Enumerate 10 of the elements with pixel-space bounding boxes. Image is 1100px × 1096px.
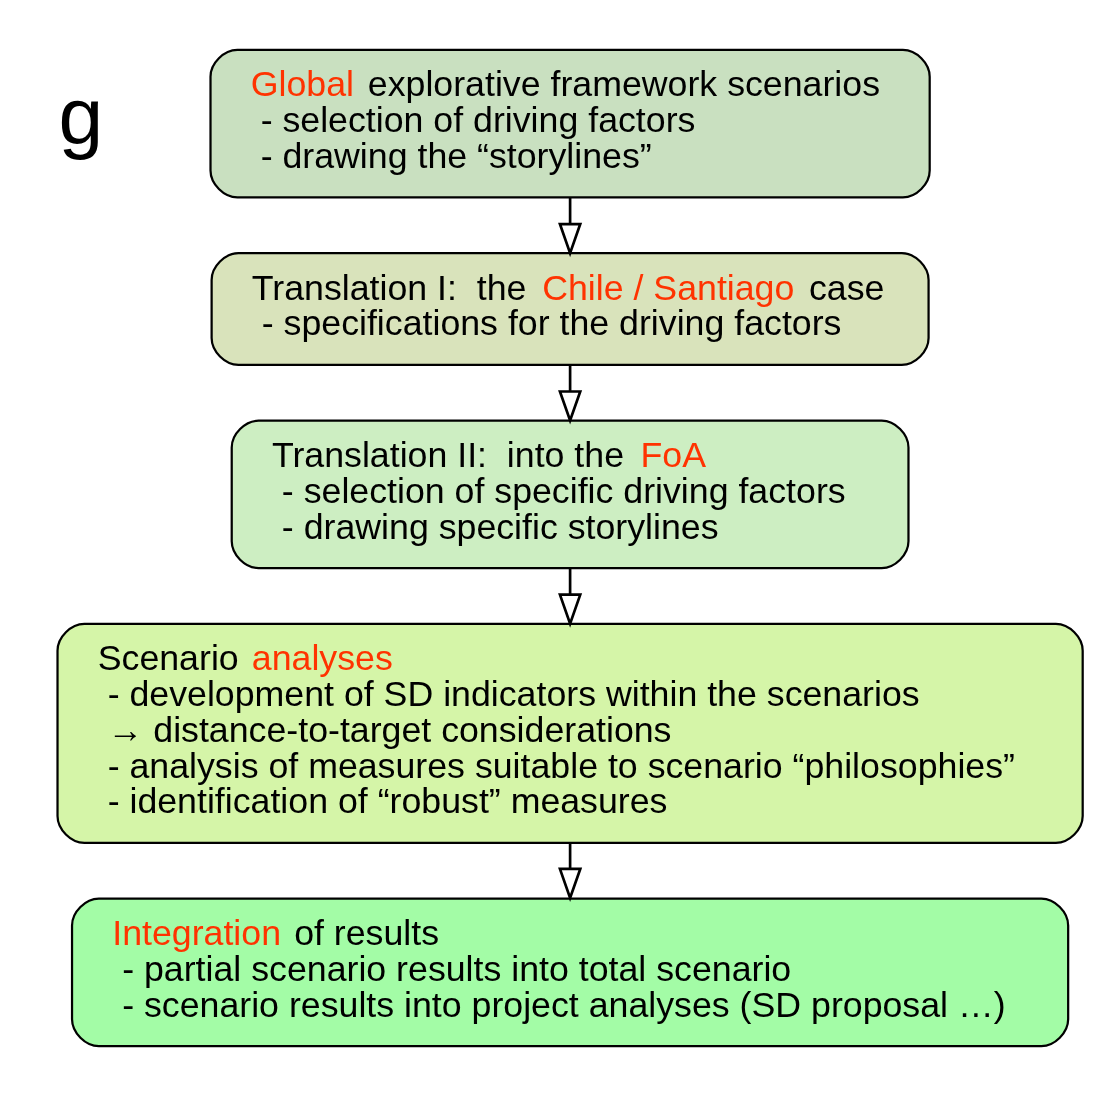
node-box: Scenario analyses - development of SD indicators within the scenarios → distance-to-target considerations - analysis of measures suitable to scenario “philosophies” - identification of “robust” measures xyxy=(56,622,1084,844)
node-box: Integration of results - partial scenario results into total scenario - scenario results into project analyses (SD proposal …) xyxy=(70,897,1070,1048)
arrow xyxy=(558,843,583,903)
arrow xyxy=(558,365,583,425)
arrow xyxy=(558,197,583,258)
node-box: Translation II: into the FoA - selection of specific driving factors - drawing specific storylines xyxy=(230,419,910,570)
label: g xyxy=(58,70,104,161)
node-box: Translation I: the Chile / Santiago case - specifications for the driving factors xyxy=(210,252,930,366)
arrow xyxy=(558,568,583,628)
node-box: Global explorative framework scenarios - selection of driving factors - drawing the “storylines” xyxy=(209,48,931,199)
